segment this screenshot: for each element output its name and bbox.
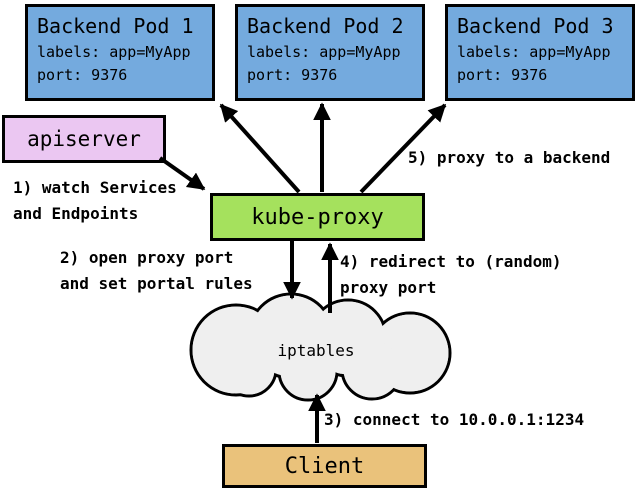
- kube-proxy-label: kube-proxy: [251, 204, 384, 230]
- backend-pod-1-port: port: 9376: [37, 66, 128, 84]
- backend-pod-2-node: Backend Pod 2 labels: app=MyApp port: 93…: [235, 4, 425, 101]
- backend-pod-3-title: Backend Pod 3: [457, 14, 614, 38]
- step3-connect-label: 3) connect to 10.0.0.1:1234: [324, 410, 585, 429]
- step1-line1: 1) watch Services: [13, 178, 177, 197]
- step2-line2: and set portal rules: [60, 274, 253, 293]
- step4-line2: proxy port: [340, 278, 437, 297]
- backend-pod-3-port: port: 9376: [457, 66, 548, 84]
- backend-pod-1-labels: labels: app=MyApp: [37, 43, 191, 61]
- backend-pod-3-node: Backend Pod 3 labels: app=MyApp port: 93…: [445, 4, 635, 101]
- client-label: Client: [284, 453, 365, 479]
- backend-pod-3-labels: labels: app=MyApp: [457, 43, 611, 61]
- backend-pod-3-details: labels: app=MyApp port: 9376: [457, 41, 623, 87]
- backend-pod-2-port: port: 9376: [247, 66, 338, 84]
- backend-pod-2-title: Backend Pod 2: [247, 14, 404, 38]
- step1-line2: and Endpoints: [13, 204, 139, 223]
- backend-pod-1-node: Backend Pod 1 labels: app=MyApp port: 93…: [25, 4, 215, 101]
- backend-pod-2-labels: labels: app=MyApp: [247, 43, 401, 61]
- apiserver-node: apiserver: [2, 115, 166, 163]
- backend-pod-1-details: labels: app=MyApp port: 9376: [37, 41, 203, 87]
- step2-line1: 2) open proxy port: [60, 248, 234, 267]
- arrow-kube-proxy-to-pod1: [219, 103, 301, 194]
- step4-redirect-label: 4) redirect to (random) proxy port: [340, 249, 562, 301]
- cloud-fill-cover: [192, 295, 449, 399]
- iptables-label: iptables: [277, 341, 354, 360]
- iptables-cloud: iptables: [189, 292, 452, 402]
- cloud-outline-bumps: [189, 292, 452, 402]
- client-node: Client: [222, 444, 427, 488]
- step1-watch-services-label: 1) watch Services and Endpoints: [13, 175, 177, 227]
- backend-pod-1-title: Backend Pod 1: [37, 14, 194, 38]
- step5-proxy-backend-label: 5) proxy to a backend: [408, 148, 611, 167]
- apiserver-label: apiserver: [27, 127, 141, 151]
- kube-proxy-node: kube-proxy: [210, 193, 425, 241]
- step2-open-proxy-port-label: 2) open proxy port and set portal rules: [60, 245, 253, 297]
- step4-line1: 4) redirect to (random): [340, 252, 562, 271]
- backend-pod-2-details: labels: app=MyApp port: 9376: [247, 41, 413, 87]
